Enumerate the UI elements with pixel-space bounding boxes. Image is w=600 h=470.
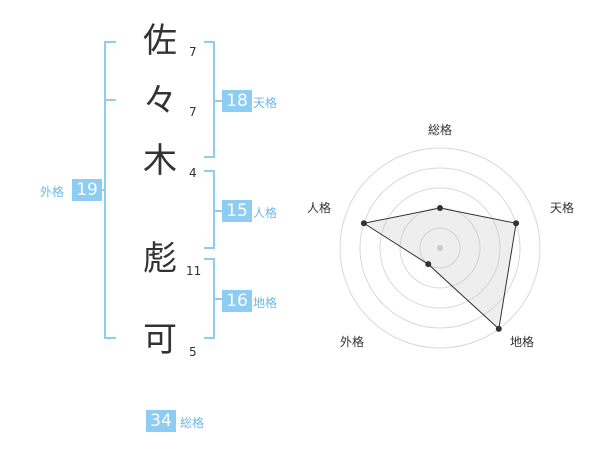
radar-ring (339, 147, 541, 349)
radar-label-gaikaku: 外格 (340, 335, 365, 349)
name-char-1: 佐 (143, 21, 177, 61)
radar-grid (339, 147, 541, 349)
radar-ring (359, 167, 521, 329)
stroke-count-3: 4 (189, 166, 197, 180)
score-value-soukaku: 34 (146, 410, 176, 432)
radar-label-jinkaku: 人格 (307, 201, 332, 215)
radar-label-chikaku: 地格 (510, 335, 535, 349)
radar-point-外格 (425, 261, 432, 268)
score-label-gaikaku: 外格 (40, 185, 65, 199)
score-value-gaikaku: 19 (72, 179, 102, 201)
radar-center (437, 245, 443, 251)
score-value-jinkaku: 15 (222, 200, 252, 222)
score-value-tenkaku: 18 (222, 90, 252, 112)
name-char-2: 々 (143, 81, 177, 121)
score-label-chikaku: 地格 (253, 296, 278, 310)
radar-ring (419, 227, 461, 269)
score-value-chikaku: 16 (222, 290, 252, 312)
radar-points (360, 205, 520, 332)
stroke-count-4: 11 (186, 264, 202, 278)
radar-point-天格 (513, 220, 520, 227)
radar-label-tenkaku: 天格 (550, 201, 575, 215)
radar-point-総格 (437, 205, 443, 211)
stroke-count-2: 7 (189, 105, 197, 119)
name-char-4: 彪 (143, 239, 177, 279)
radar-ring (379, 187, 501, 309)
radar-point-人格 (360, 220, 367, 227)
name-char-3: 木 (143, 141, 177, 181)
radar-area (362, 207, 517, 330)
score-label-jinkaku: 人格 (253, 206, 278, 220)
stroke-count-1: 7 (189, 45, 197, 59)
radar-point-地格 (495, 325, 502, 332)
score-label-tenkaku: 天格 (253, 96, 278, 110)
stroke-count-5: 5 (189, 345, 197, 359)
score-label-soukaku: 総格 (180, 416, 205, 430)
name-char-5: 可 (143, 320, 177, 360)
radar-label-soukaku: 総格 (428, 123, 453, 137)
